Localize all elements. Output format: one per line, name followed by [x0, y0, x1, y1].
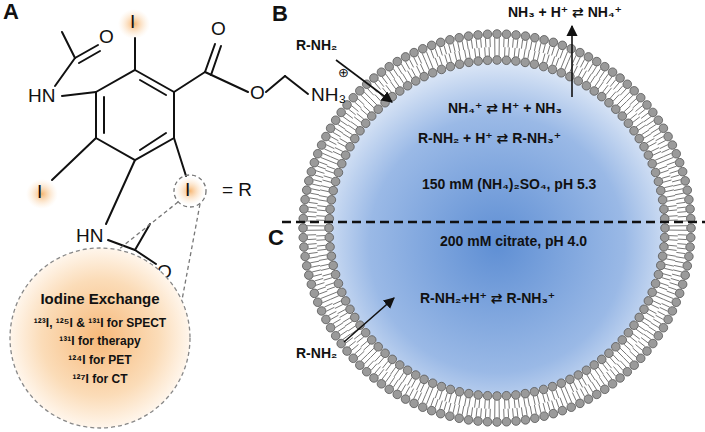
- leader-line: [182, 204, 200, 300]
- chem-label: O: [99, 27, 114, 48]
- chem-label: HN: [28, 86, 55, 107]
- reaction-text: R-NH₂+H⁺ ⇄ R-NH₃⁺: [420, 290, 555, 306]
- reaction-text: 200 mM citrate, pH 4.0: [440, 233, 587, 249]
- panel-label: B: [272, 2, 288, 26]
- chem-label: I: [130, 12, 135, 33]
- divider-line: [282, 221, 705, 224]
- callout-circle: [174, 175, 206, 207]
- chem-label: NH₃: [311, 85, 346, 106]
- chem-label: ⊕: [338, 66, 349, 80]
- iodine-exchange-circle: Iodine Exchange ¹²³I, ¹²⁵I & ¹³¹I for SPE…: [8, 246, 192, 430]
- isotope-use: ¹²⁷I for CT: [73, 373, 128, 387]
- chem-label: I: [37, 182, 42, 203]
- transport-arrow: [571, 26, 573, 97]
- reaction-text: 150 mM (NH₄)₂SO₄, pH 5.3: [422, 176, 596, 192]
- isotope-use: ¹³¹I for therapy: [59, 335, 140, 349]
- chem-label: = R: [222, 180, 252, 201]
- liposome-core: [331, 62, 663, 394]
- lipid-bilayer: [299, 30, 696, 427]
- chem-label: O: [250, 83, 265, 104]
- chem-label: HN: [76, 226, 103, 247]
- iodine-highlight: [175, 177, 205, 205]
- chemical-structure: [52, 32, 308, 269]
- isotope-use: ¹²³I, ¹²⁵I & ¹³¹I for SPECT: [34, 317, 166, 331]
- iodine-highlight: [118, 9, 150, 39]
- chem-label: O: [211, 19, 226, 40]
- reaction-text: NH₄⁺ ⇄ H⁺ + NH₃: [448, 100, 562, 116]
- panel-label: R-NH₂: [296, 346, 337, 361]
- panel-label: NH₃ + H⁺ ⇄ NH₄⁺: [508, 5, 622, 20]
- iodine-highlight: [26, 179, 58, 209]
- chem-label: I: [185, 180, 190, 201]
- leader-line: [118, 202, 178, 250]
- panel-label: C: [268, 226, 284, 250]
- reaction-text: R-NH₂ + H⁺ ⇄ R-NH₃⁺: [418, 130, 561, 146]
- panel-label: R-NH₂: [296, 38, 337, 53]
- isotope-use: ¹²⁴I for PET: [68, 354, 131, 368]
- panel-label: A: [3, 0, 19, 24]
- transport-arrow: [344, 298, 394, 342]
- liposome: NH₄⁺ ⇄ H⁺ + NH₃ R-NH₂ + H⁺ ⇄ R-NH₃⁺ 150 mM…: [301, 32, 693, 424]
- callout-heading: Iodine Exchange: [40, 290, 159, 307]
